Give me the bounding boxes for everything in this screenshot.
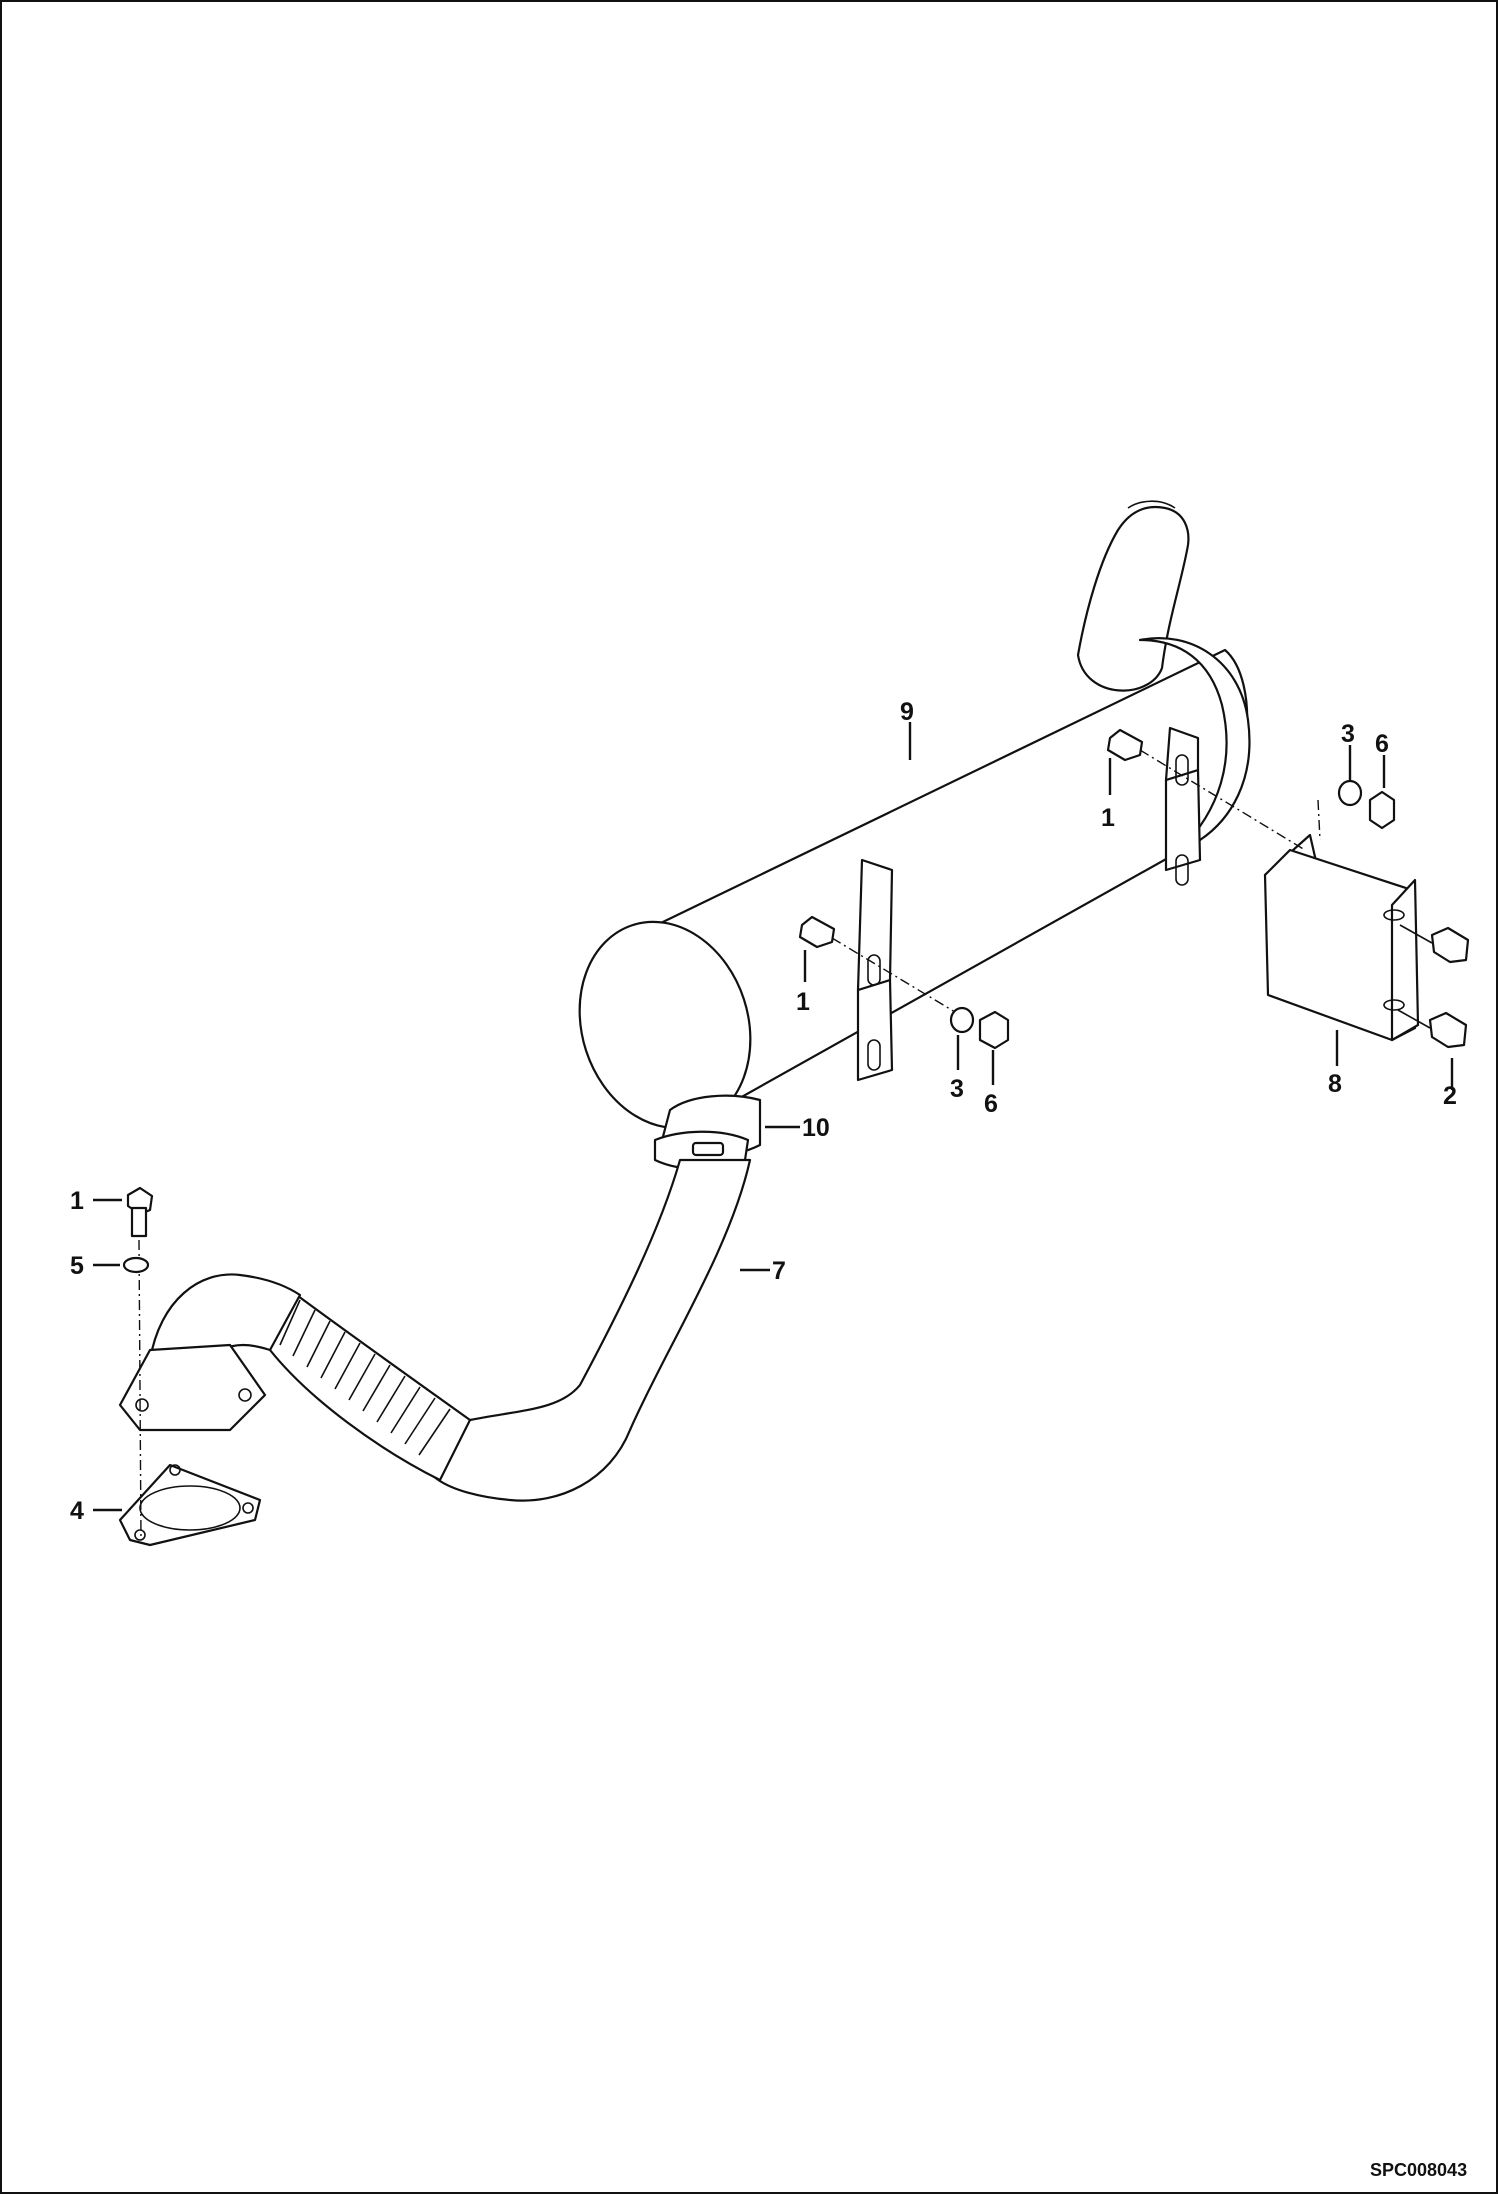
bolt-1-left: [798, 915, 961, 1016]
gasket: [118, 1463, 262, 1547]
nut-6-left: [978, 1010, 1010, 1050]
bolt-2-lower: [1397, 1009, 1468, 1049]
callout-7: 7: [772, 1257, 786, 1285]
muffler: [578, 500, 1251, 1171]
callout-9: 8: [1328, 1070, 1342, 1098]
washer-5: [122, 1256, 150, 1274]
callout-5: 5: [70, 1252, 84, 1280]
callout-6: 6: [1375, 730, 1389, 758]
washer-3-left: [949, 1006, 975, 1034]
leader-lines: [93, 722, 1454, 1512]
callout-4: 4: [70, 1497, 84, 1525]
callout-3: 3: [950, 1075, 964, 1103]
bolt-2-upper: [1399, 924, 1470, 964]
nut-6-right: [1368, 790, 1396, 830]
washer-3-right: [1317, 779, 1363, 841]
bolt-1-flange: [126, 1186, 154, 1541]
callout-2: 2: [1443, 1082, 1457, 1110]
exhaust-pipe: [118, 1158, 752, 1502]
bolt-1-right: [1106, 728, 1306, 851]
callout-1: 1: [796, 988, 810, 1016]
support-bracket: [1263, 833, 1420, 1042]
callout-3: 3: [1341, 720, 1355, 748]
callout-1: 1: [70, 1187, 84, 1215]
document-code: SPC008043: [1370, 2160, 1467, 2180]
callout-10: 10: [802, 1114, 830, 1142]
callout-6: 6: [984, 1090, 998, 1118]
callout-1: 1: [1101, 804, 1115, 832]
callout-8: 9: [900, 698, 914, 726]
